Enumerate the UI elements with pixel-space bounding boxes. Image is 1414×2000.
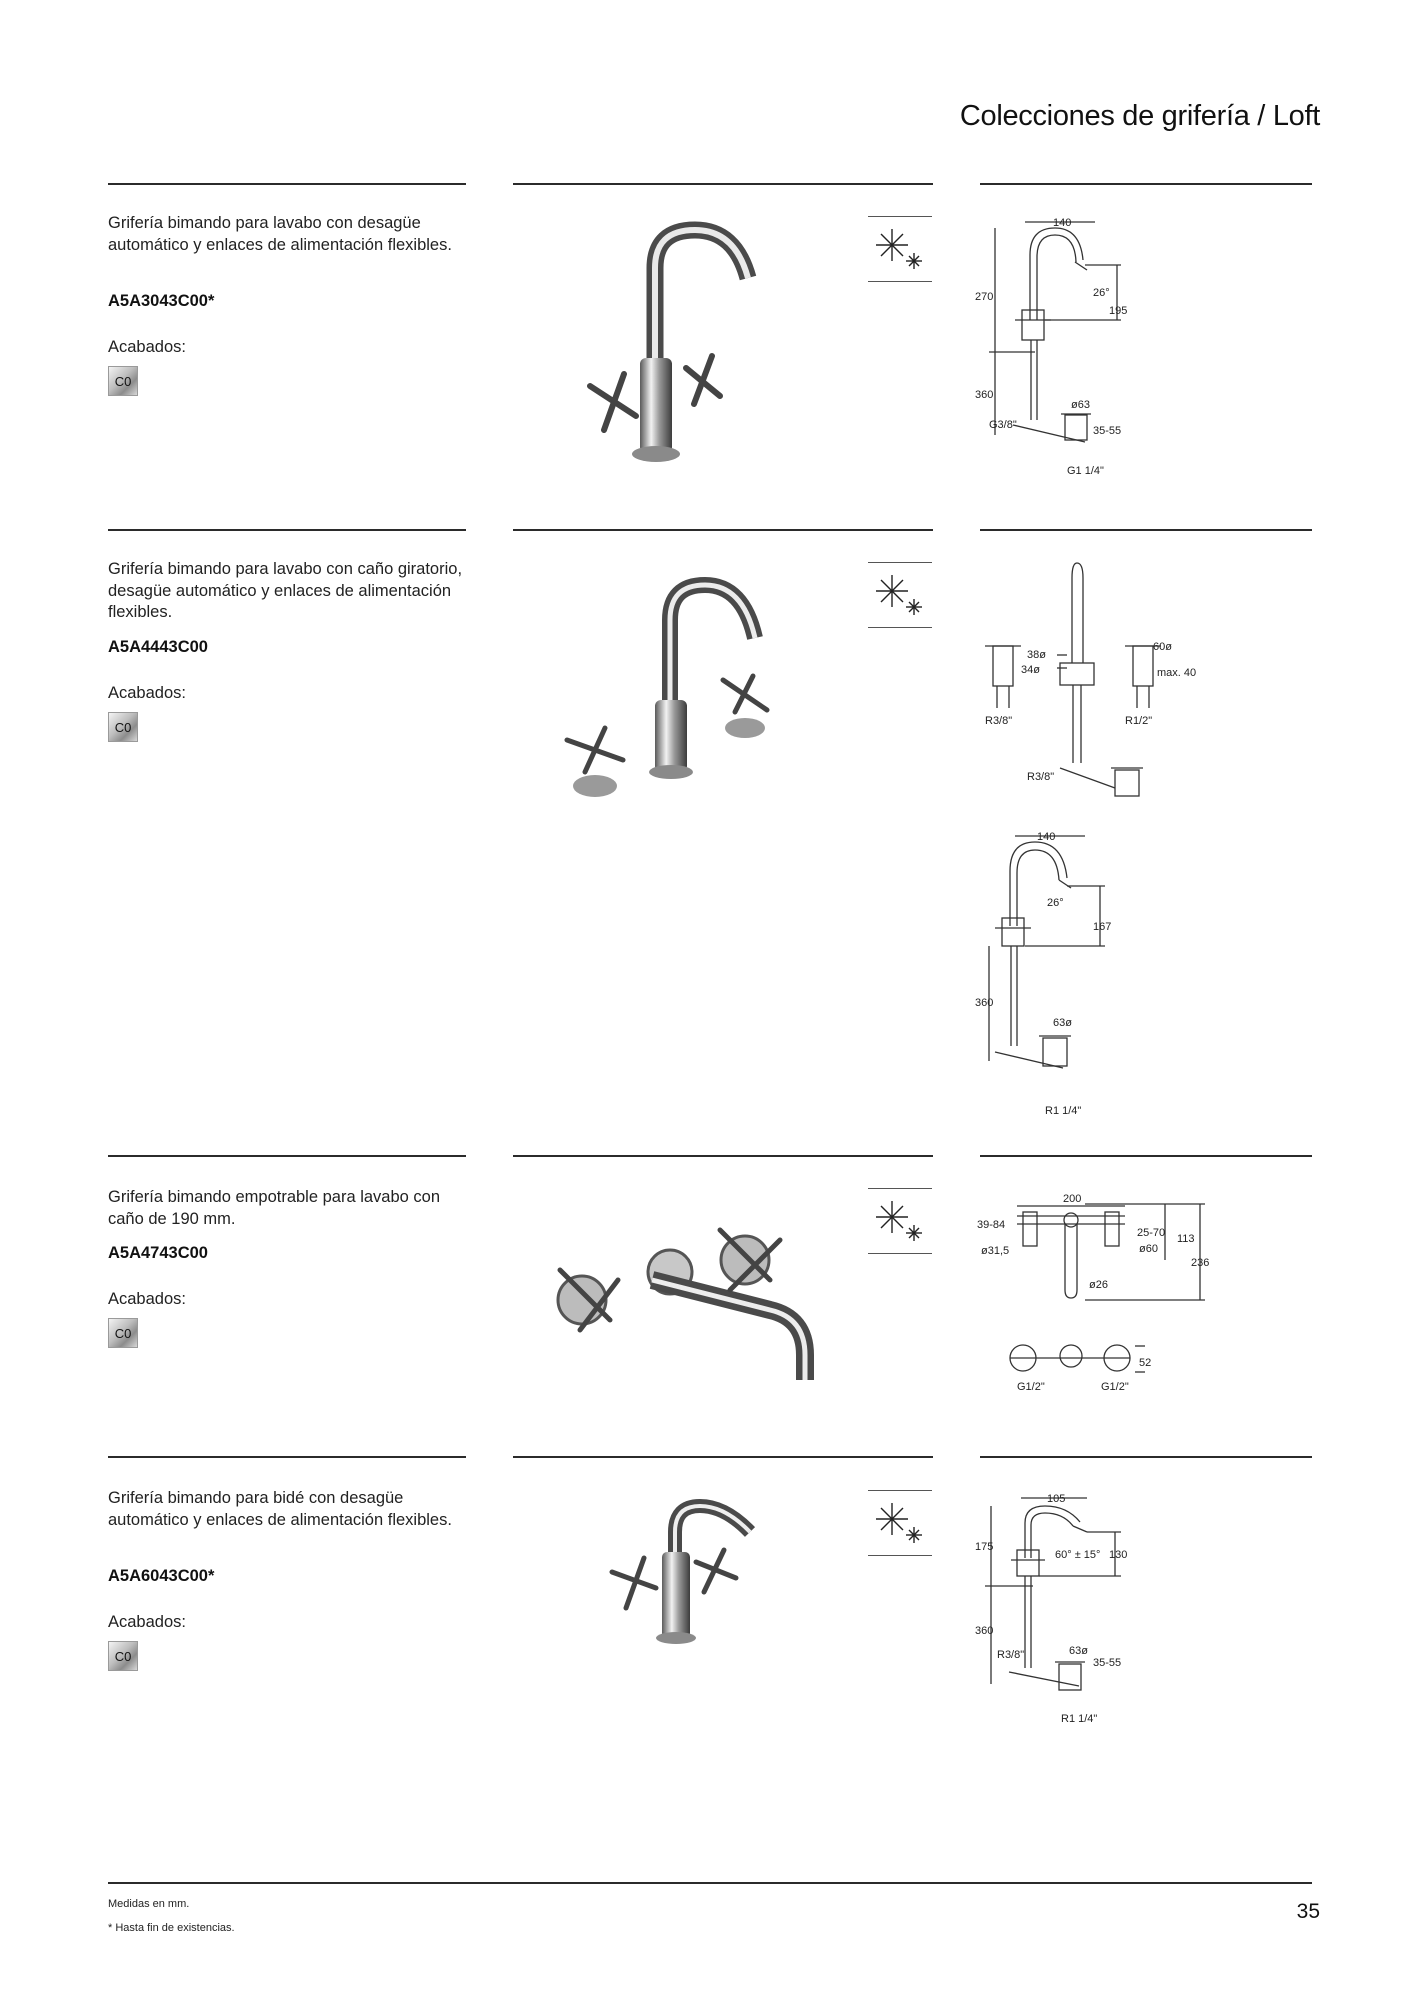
svg-text:167: 167 <box>1093 921 1111 933</box>
svg-text:140: 140 <box>1053 217 1071 229</box>
divider <box>513 529 933 531</box>
svg-text:175: 175 <box>975 1541 993 1553</box>
divider <box>980 1456 1312 1458</box>
footer-divider <box>108 1882 1312 1884</box>
divider <box>513 183 933 185</box>
sparkle-icon <box>868 562 932 628</box>
svg-text:R3/8": R3/8" <box>985 715 1012 727</box>
svg-text:35-55: 35-55 <box>1093 425 1121 437</box>
sparkle-icon <box>868 1188 932 1254</box>
svg-text:G3/8": G3/8" <box>989 419 1017 431</box>
svg-text:ø63: ø63 <box>1071 399 1090 411</box>
svg-text:360: 360 <box>975 997 993 1009</box>
svg-text:ø31,5: ø31,5 <box>981 1245 1009 1257</box>
svg-text:60° ± 15°: 60° ± 15° <box>1055 1549 1100 1561</box>
product-code: A5A4743C00 <box>108 1244 208 1262</box>
divider <box>980 1155 1312 1157</box>
finish-swatch-chrome: C0 <box>108 1318 138 1348</box>
technical-drawing-wall-mixer: 200 39-84 ø31,5 25-70 ø60 113 236 ø26 52… <box>977 1193 1209 1393</box>
finish-code: C0 <box>114 1648 132 1664</box>
product-photo-three-hole-mixer <box>564 576 770 797</box>
svg-text:34ø: 34ø <box>1021 664 1040 676</box>
divider <box>513 1456 933 1458</box>
product-photo-bidet-mixer <box>609 1498 756 1644</box>
finish-swatch-chrome: C0 <box>108 1641 138 1671</box>
finishes-label: Acabados: <box>108 1290 186 1308</box>
svg-text:52: 52 <box>1139 1357 1151 1369</box>
svg-text:ø60: ø60 <box>1139 1243 1158 1255</box>
product-code: A5A6043C00* <box>108 1567 215 1585</box>
svg-text:G1/2": G1/2" <box>1101 1381 1129 1393</box>
footnote-stock: * Hasta fin de existencias. <box>108 1922 235 1934</box>
product-description: Grifería bimando empotrable para lavabo … <box>108 1188 441 1228</box>
technical-drawing-bidet-mixer: 105 175 60° ± 15° 130 360 63ø R3/8" 35-5… <box>975 1493 1127 1725</box>
finish-code: C0 <box>114 1325 132 1341</box>
finishes-label: Acabados: <box>108 1613 186 1631</box>
sparkle-icon <box>868 216 932 282</box>
svg-text:360: 360 <box>975 389 993 401</box>
divider <box>513 1155 933 1157</box>
divider <box>108 1456 466 1458</box>
finish-code: C0 <box>114 719 132 735</box>
finish-swatch-chrome: C0 <box>108 712 138 742</box>
svg-text:R1 1/4": R1 1/4" <box>1045 1105 1081 1116</box>
svg-text:270: 270 <box>975 291 993 303</box>
page-title: Colecciones de grifería / Loft <box>959 100 1320 132</box>
svg-text:360: 360 <box>975 1625 993 1637</box>
finishes-label: Acabados: <box>108 684 186 702</box>
divider <box>980 529 1312 531</box>
svg-text:200: 200 <box>1063 1193 1081 1205</box>
technical-drawing-basin-mixer: 140 270 26° 195 360 ø63 G3/8" 35-55 G1 1… <box>975 217 1127 477</box>
product-code: A5A4443C00 <box>108 638 208 656</box>
page-number: 35 <box>1296 1900 1320 1923</box>
svg-text:ø26: ø26 <box>1089 1279 1108 1291</box>
svg-text:25-70: 25-70 <box>1137 1227 1165 1239</box>
svg-text:39-84: 39-84 <box>977 1219 1005 1231</box>
svg-text:R1 1/4": R1 1/4" <box>1061 1713 1097 1725</box>
svg-text:63ø: 63ø <box>1053 1017 1072 1029</box>
svg-text:R1/2": R1/2" <box>1125 715 1152 727</box>
svg-text:35-55: 35-55 <box>1093 1657 1121 1669</box>
finishes-label: Acabados: <box>108 338 186 356</box>
product-description: Grifería bimando para lavabo con desagüe… <box>108 214 452 254</box>
finish-code: C0 <box>114 373 132 389</box>
footnote-units: Medidas en mm. <box>108 1898 190 1910</box>
product-description: Grifería bimando para lavabo con caño gi… <box>108 560 463 621</box>
svg-text:63ø: 63ø <box>1069 1645 1088 1657</box>
technical-drawing-three-hole-side: 140 26° 167 360 63ø R1 1/4" <box>975 831 1111 1116</box>
svg-text:60ø: 60ø <box>1153 641 1172 653</box>
product-photo-basin-mixer <box>587 221 757 462</box>
sparkle-icon <box>868 1490 932 1556</box>
svg-text:105: 105 <box>1047 1493 1065 1505</box>
svg-text:max. 40: max. 40 <box>1157 667 1196 679</box>
product-code: A5A3043C00* <box>108 292 215 310</box>
product-description: Grifería bimando para bidé con desagüe a… <box>108 1489 452 1529</box>
svg-text:130: 130 <box>1109 1549 1127 1561</box>
svg-text:195: 195 <box>1109 305 1127 317</box>
svg-text:R3/8": R3/8" <box>1027 771 1054 783</box>
product-photo-wall-mixer <box>556 1227 814 1380</box>
svg-text:26°: 26° <box>1093 287 1110 299</box>
svg-text:113: 113 <box>1177 1233 1195 1245</box>
svg-text:G1/2": G1/2" <box>1017 1381 1045 1393</box>
svg-text:G1 1/4": G1 1/4" <box>1067 465 1104 477</box>
svg-text:236: 236 <box>1191 1257 1209 1269</box>
svg-text:140: 140 <box>1037 831 1055 843</box>
svg-text:26°: 26° <box>1047 897 1064 909</box>
svg-text:38ø: 38ø <box>1027 649 1046 661</box>
divider <box>980 183 1312 185</box>
technical-drawing-three-hole-front: 38ø 34ø 60ø max. 40 R3/8" R1/2" R3/8" <box>985 562 1196 797</box>
svg-text:R3/8": R3/8" <box>997 1649 1024 1661</box>
divider <box>108 1155 466 1157</box>
finish-swatch-chrome: C0 <box>108 366 138 396</box>
divider <box>108 183 466 185</box>
divider <box>108 529 466 531</box>
